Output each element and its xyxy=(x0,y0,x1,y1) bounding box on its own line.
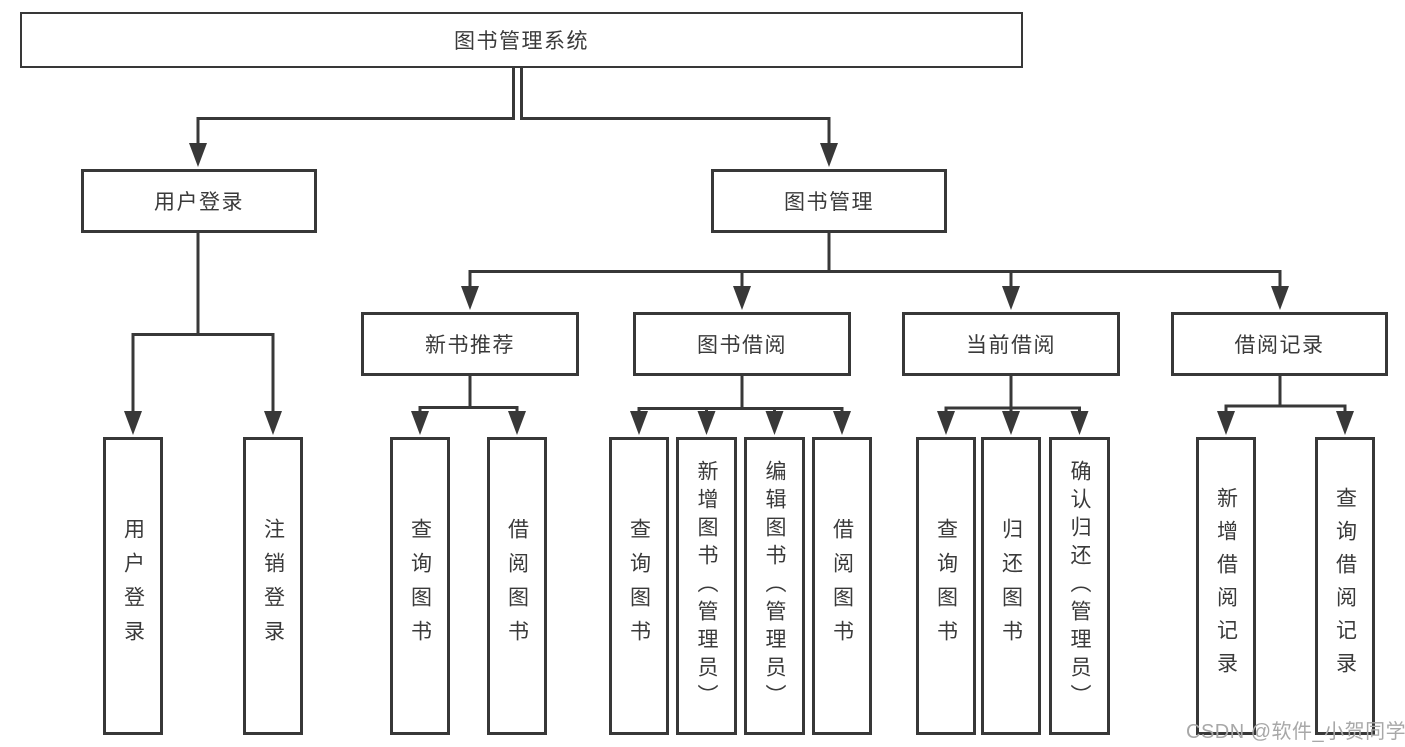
node-return-book: 归还图书 xyxy=(981,437,1041,735)
node-query-books-borrowing: 查询图书 xyxy=(609,437,669,735)
node-label: 新增借阅记录 xyxy=(1214,487,1238,685)
node-user-login-group: 用户登录 xyxy=(81,169,317,233)
node-user-login: 用户登录 xyxy=(103,437,163,735)
node-label: 图书管理 xyxy=(784,191,874,214)
node-query-books-recommend: 查询图书 xyxy=(390,437,450,735)
node-book-management: 图书管理 xyxy=(711,169,947,233)
node-label: 编辑图书（管理员） xyxy=(763,460,786,712)
node-label: 用户登录 xyxy=(121,518,145,654)
node-label: 新书推荐 xyxy=(425,334,515,357)
node-borrow-books-recommend: 借阅图书 xyxy=(487,437,547,735)
node-add-borrow-record: 新增借阅记录 xyxy=(1196,437,1256,735)
node-new-book-recommend: 新书推荐 xyxy=(361,312,579,376)
connector-paths xyxy=(131,68,1347,413)
node-label: 借阅记录 xyxy=(1234,334,1325,357)
node-logout: 注销登录 xyxy=(243,437,303,735)
csdn-watermark: CSDN @软件_小贺同学 xyxy=(1186,721,1405,743)
node-label: 查询图书 xyxy=(408,518,432,654)
node-query-borrow-record: 查询借阅记录 xyxy=(1315,437,1375,735)
arrowheads xyxy=(124,143,1354,435)
node-label: 注销登录 xyxy=(261,518,285,654)
node-book-borrowing: 图书借阅 xyxy=(633,312,851,376)
node-label: 借阅图书 xyxy=(505,518,529,654)
node-label: 新增图书（管理员） xyxy=(695,460,718,712)
node-library-system: 图书管理系统 xyxy=(20,12,1023,68)
node-label: 图书管理系统 xyxy=(454,30,589,53)
node-label: 查询图书 xyxy=(934,518,958,654)
node-label: 借阅图书 xyxy=(830,518,854,654)
node-edit-book-admin: 编辑图书（管理员） xyxy=(744,437,805,735)
node-label: 查询借阅记录 xyxy=(1333,487,1357,685)
node-borrow-records: 借阅记录 xyxy=(1171,312,1388,376)
node-query-books-current: 查询图书 xyxy=(916,437,976,735)
node-current-borrowing: 当前借阅 xyxy=(902,312,1120,376)
node-label: 确认归还（管理员） xyxy=(1068,460,1091,712)
node-borrow-books-borrowing: 借阅图书 xyxy=(812,437,872,735)
node-label: 当前借阅 xyxy=(966,334,1056,357)
node-label: 归还图书 xyxy=(999,518,1023,654)
node-label: 用户登录 xyxy=(154,191,244,214)
node-add-book-admin: 新增图书（管理员） xyxy=(676,437,737,735)
node-label: 图书借阅 xyxy=(697,334,787,357)
node-label: 查询图书 xyxy=(627,518,651,654)
node-confirm-return-admin: 确认归还（管理员） xyxy=(1049,437,1110,735)
